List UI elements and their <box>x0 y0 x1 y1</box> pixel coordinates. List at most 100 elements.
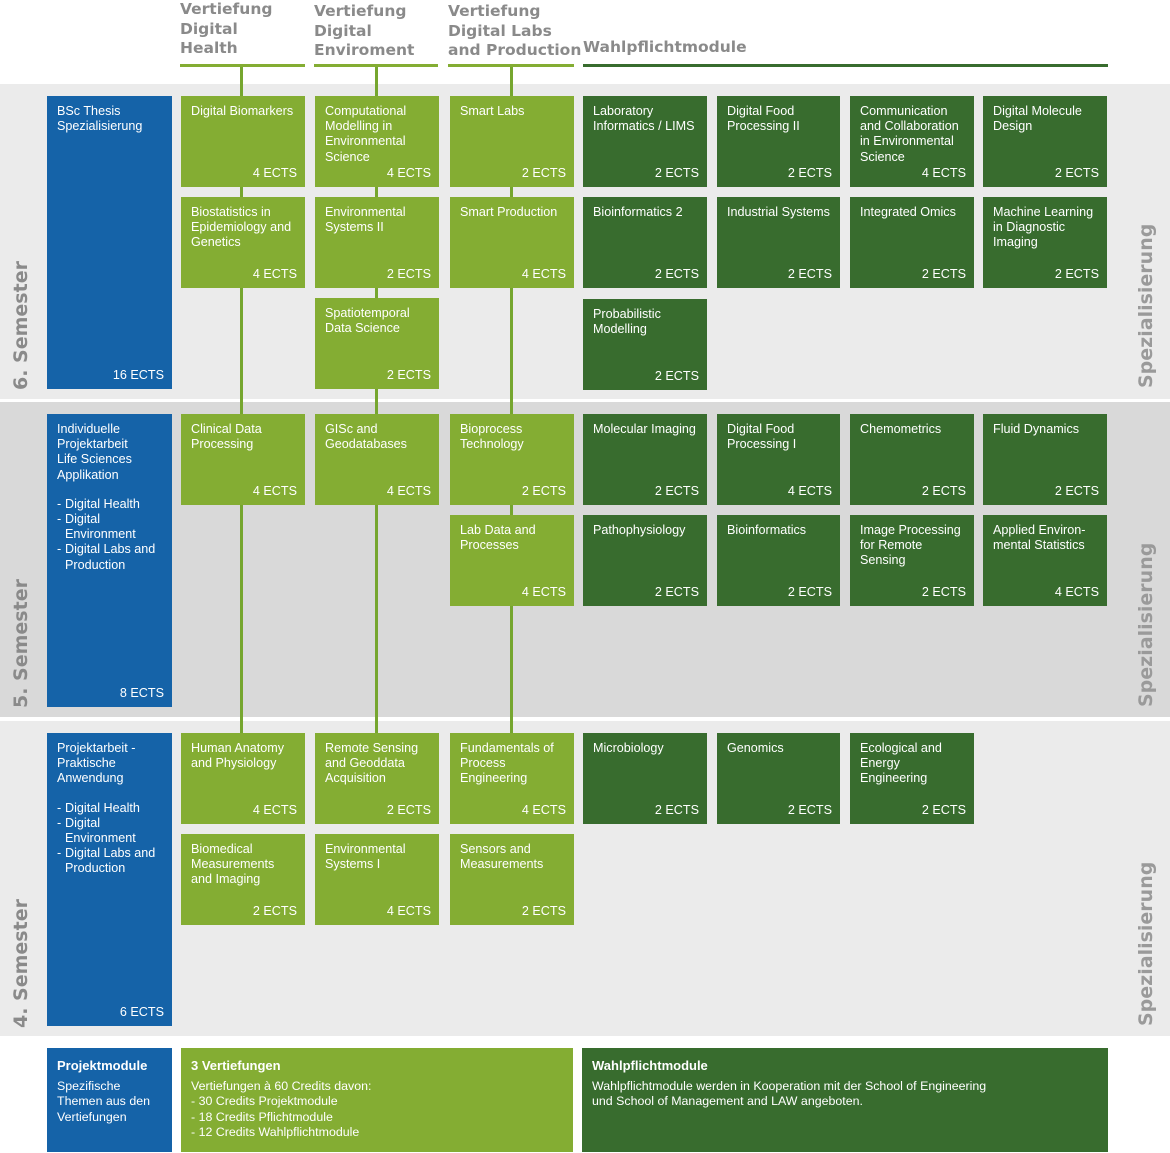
module-box[interactable]: Environmental Systems I 4 ECTS <box>315 834 439 925</box>
legend-wahlpflichtmodule: Wahlpflichtmodule Wahlpflichtmodule werd… <box>582 1048 1108 1152</box>
module-box[interactable]: Sensors and Measurements 2 ECTS <box>450 834 574 925</box>
module-name: Microbiology <box>593 741 664 755</box>
project-topic: Digital Health <box>57 497 162 512</box>
module-ects: 2 ECTS <box>921 584 966 599</box>
module-name: Fundamentals of Process Engineering <box>460 741 554 786</box>
project-topic: Digital Health <box>57 801 162 816</box>
connector-line-labs <box>510 67 513 735</box>
module-ects: 4 ECTS <box>521 266 566 281</box>
module-ects: 2 ECTS <box>654 483 699 498</box>
module-ects: 4 ECTS <box>386 483 431 498</box>
spezialisierung-label-5: Spezialisierung <box>1135 542 1157 707</box>
module-name: Ecological and Energy Engineering <box>860 741 942 786</box>
module-ects: 4 ECTS <box>252 165 297 180</box>
spezialisierung-label-4: Spezialisierung <box>1135 861 1157 1026</box>
module-ects: 2 ECTS <box>654 802 699 817</box>
legend-body: Vertiefungen à 60 Credits davon: <box>191 1079 372 1094</box>
module-ects: 2 ECTS <box>787 165 832 180</box>
module-box[interactable]: Biostatistics in Epidemiology and Geneti… <box>181 197 305 288</box>
project-topic: Digital Labs and Production <box>57 846 162 876</box>
elective-module-box[interactable]: Communication and Collaboration in Envir… <box>850 96 974 187</box>
legend-list-item: - 30 Credits Projektmodule <box>191 1094 338 1109</box>
module-name: Environmental Systems I <box>325 842 406 872</box>
module-ects: 4 ECTS <box>787 483 832 498</box>
module-ects: 2 ECTS <box>1054 266 1099 281</box>
elective-module-box[interactable]: Ecological and Energy Engineering 2 ECTS <box>850 733 974 824</box>
module-name: Pathophysiology <box>593 523 686 537</box>
column-rule-electives <box>583 64 1108 67</box>
module-ects: 4 ECTS <box>1054 584 1099 599</box>
module-name: Chemometrics <box>860 422 942 436</box>
legend-list-item: - 18 Credits Pflichtmodule <box>191 1109 333 1124</box>
module-ects: 4 ECTS <box>252 483 297 498</box>
module-name: Computational Modelling in Environmental… <box>325 104 407 164</box>
module-name: Communication and Collaboration in Envir… <box>860 104 959 164</box>
module-name: Integrated Omics <box>860 205 956 219</box>
legend-title: Wahlpflichtmodule <box>592 1058 708 1073</box>
column-rule-labs <box>448 64 574 67</box>
module-ects: 4 ECTS <box>521 584 566 599</box>
module-ects: 2 ECTS <box>1054 483 1099 498</box>
project-ects: 8 ECTS <box>119 685 164 700</box>
module-ects: 2 ECTS <box>521 483 566 498</box>
elective-module-box[interactable]: Microbiology 2 ECTS <box>583 733 707 824</box>
module-name: Remote Sensing and Geoddata Acquisition <box>325 741 419 786</box>
column-rule-health <box>180 64 305 67</box>
legend-title: 3 Vertiefungen <box>191 1058 281 1073</box>
module-ects: 2 ECTS <box>787 802 832 817</box>
module-box[interactable]: Computational Modelling in Environmental… <box>315 96 439 187</box>
module-name: Bioprocess Technology <box>460 422 524 452</box>
module-ects: 2 ECTS <box>386 367 431 382</box>
project-topic-list: Digital Health Digital Environment Digit… <box>57 497 162 573</box>
module-box[interactable]: Bioprocess Technology 2 ECTS <box>450 414 574 505</box>
project-topic-list: Digital Health Digital Environment Digit… <box>57 801 162 877</box>
project-module-s5[interactable]: Individuelle Projektarbeit Life Sciences… <box>47 414 172 707</box>
module-ects: 2 ECTS <box>921 802 966 817</box>
module-name: Sensors and Measurements <box>460 842 544 872</box>
module-ects: 4 ECTS <box>386 903 431 918</box>
module-name: Bioinformatics <box>727 523 807 537</box>
module-ects: 4 ECTS <box>252 266 297 281</box>
module-name: Environmental Systems II <box>325 205 406 235</box>
project-title: BSc Thesis Spezialisierung <box>57 104 143 134</box>
module-ects: 2 ECTS <box>787 266 832 281</box>
project-module-s6[interactable]: BSc Thesis Spezialisierung 16 ECTS <box>47 96 172 389</box>
legend-projektmodule: Projektmodule Spezifische Themen aus den… <box>47 1048 172 1152</box>
legend-title: Projektmodule <box>57 1058 148 1073</box>
elective-module-box[interactable]: Genomics 2 ECTS <box>717 733 840 824</box>
column-header-wahlpflichtmodule: Wahlpflichtmodule <box>583 38 747 56</box>
module-ects: 2 ECTS <box>521 165 566 180</box>
project-module-s4[interactable]: Projektarbeit - Praktische Anwendung Dig… <box>47 733 172 1026</box>
module-ects: 2 ECTS <box>521 903 566 918</box>
column-header-digital-environment: Vertiefung Digital Enviroment <box>314 2 415 59</box>
module-name: Genomics <box>727 741 784 755</box>
